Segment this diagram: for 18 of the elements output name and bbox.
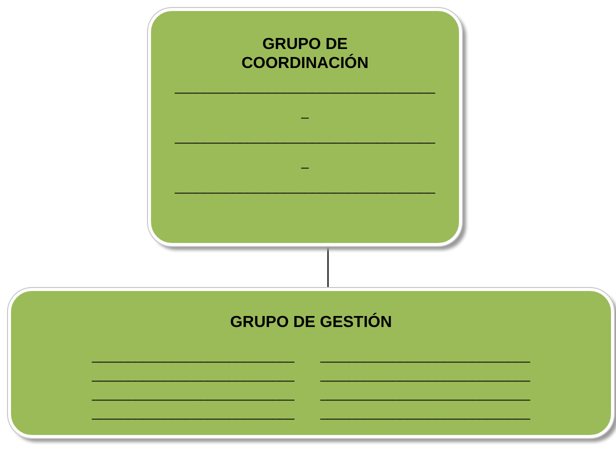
fill-in-line: ____________________________________: [174, 78, 436, 96]
box-title: GRUPO DE COORDINACIÓN: [240, 35, 370, 73]
fill-in-line: _: [301, 153, 309, 171]
fill-in-line: ____________________________: [92, 385, 294, 403]
fill-in-line: _____________________________: [320, 404, 530, 422]
rounded-box: [8, 288, 614, 438]
fill-in-line: ____________________________________: [174, 178, 436, 196]
fill-in-line: ____________________________________: [174, 128, 436, 146]
fill-in-line: _____________________________: [320, 347, 530, 365]
fill-in-line: ____________________________: [92, 404, 294, 422]
fill-in-line: _: [301, 103, 309, 121]
rounded-box: [148, 8, 462, 246]
fill-in-line: ____________________________: [92, 366, 294, 384]
connector-line: [327, 246, 329, 288]
fill-in-line: _____________________________: [320, 385, 530, 403]
box-title: GRUPO DE GESTIÓN: [229, 313, 393, 332]
fill-in-line: _____________________________: [320, 366, 530, 384]
fill-in-line: ____________________________: [92, 347, 294, 365]
